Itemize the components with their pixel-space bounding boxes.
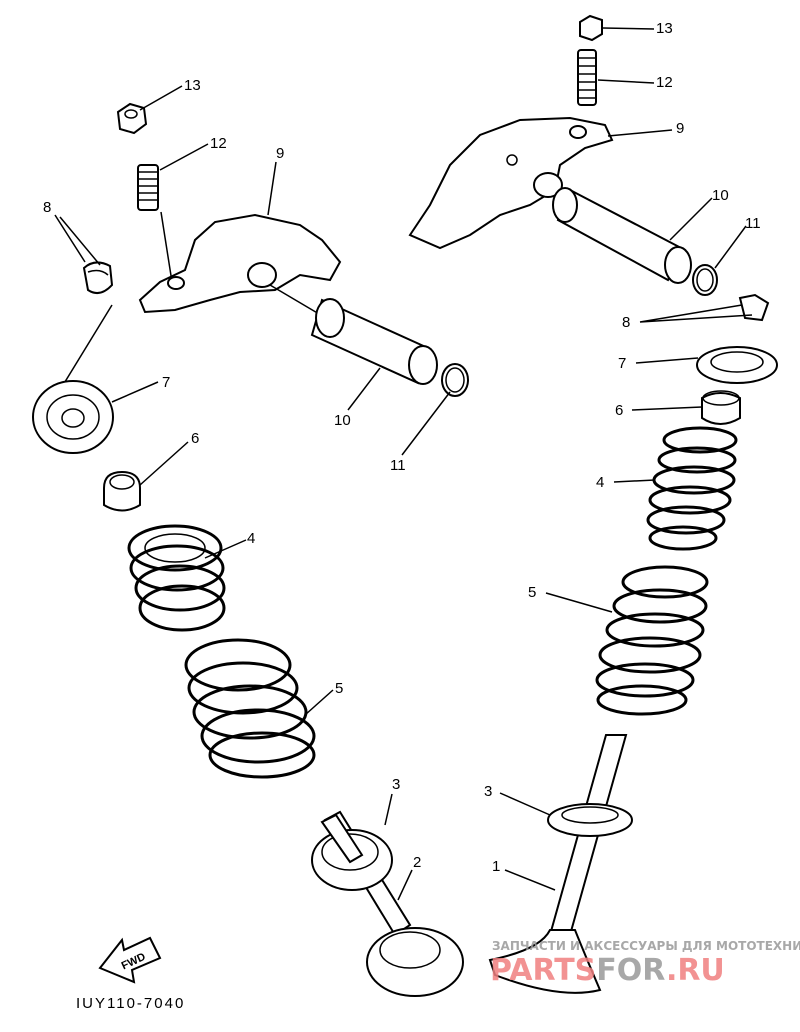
left-o-ring-11 <box>441 363 469 397</box>
left-spring-seat-3 <box>311 813 393 891</box>
left-valve-seal-6 <box>103 470 141 512</box>
watermark: ЗАПЧАСТИ И АКСЕССУАРЫ ДЛЯ МОТОТЕХНИКИ PA… <box>490 939 800 988</box>
right-cotter-8 <box>738 293 770 322</box>
label-10-right: 10 <box>712 187 729 204</box>
left-outer-spring-5 <box>184 638 316 779</box>
label-6-left: 6 <box>191 430 199 447</box>
label-6-right: 6 <box>615 402 623 419</box>
label-12-right: 12 <box>656 74 673 91</box>
watermark-tagline: ЗАПЧАСТИ И АКСЕССУАРЫ ДЛЯ МОТОТЕХНИКИ <box>492 939 800 953</box>
left-nut-13 <box>116 102 148 135</box>
label-7-left: 7 <box>162 374 170 391</box>
left-rocker-shaft-10 <box>310 298 438 385</box>
right-adjust-screw-12 <box>577 49 597 106</box>
left-adjust-screw-12 <box>137 164 173 283</box>
label-10-left: 10 <box>334 412 351 429</box>
label-5-right: 5 <box>528 584 536 601</box>
label-1-right: 1 <box>492 858 500 875</box>
callout-labels: 13 12 9 8 7 6 4 5 3 2 10 11 13 12 9 10 1… <box>43 20 761 1012</box>
label-3-right: 3 <box>484 783 492 800</box>
right-rocker-arm-9 <box>408 116 614 250</box>
label-9-left: 9 <box>276 145 284 162</box>
label-4-right: 4 <box>596 474 604 491</box>
left-inner-spring-4 <box>127 524 226 632</box>
label-11-right: 11 <box>745 215 761 232</box>
brand-part1: PARTS <box>490 953 596 988</box>
label-11-left: 11 <box>390 457 406 474</box>
left-rocker-arm-9 <box>138 213 381 351</box>
label-7-right: 7 <box>618 355 626 372</box>
label-12-left: 12 <box>210 135 227 152</box>
right-valve-seal-6 <box>701 390 741 425</box>
watermark-brand: PARTSFOR.RU <box>490 953 725 988</box>
right-outer-spring-5 <box>595 565 709 716</box>
label-4-left: 4 <box>247 530 255 547</box>
right-rocker-shaft-10 <box>552 187 692 284</box>
right-spring-seat-3 <box>547 803 633 837</box>
diagram-code: IUY110-7040 <box>76 995 185 1012</box>
leader-lines <box>54 27 753 901</box>
right-inner-spring-4 <box>646 426 738 551</box>
right-retainer-7 <box>696 346 778 384</box>
label-2-left: 2 <box>413 854 421 871</box>
label-8-left: 8 <box>43 199 51 216</box>
left-retainer-7 <box>32 380 114 454</box>
label-5-left: 5 <box>335 680 343 697</box>
right-o-ring-11 <box>692 264 718 296</box>
left-cotter-8 <box>59 261 114 391</box>
right-nut-13 <box>579 14 603 42</box>
fwd-arrow-icon: FWD <box>98 936 162 984</box>
brand-part2: FOR <box>596 953 666 988</box>
label-8-right: 8 <box>622 314 630 331</box>
label-9-right: 9 <box>676 120 684 137</box>
label-13-right: 13 <box>656 20 673 37</box>
label-3-left: 3 <box>392 776 400 793</box>
label-13-left: 13 <box>184 77 201 94</box>
brand-part3: .RU <box>666 953 725 988</box>
